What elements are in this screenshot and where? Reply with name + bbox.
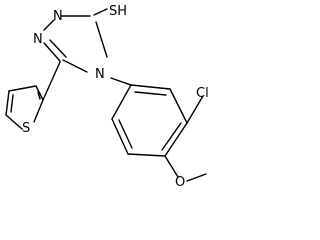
chloro-label: Cl <box>196 86 209 101</box>
bond-c5t-c4t <box>5 90 10 116</box>
phenyl-ring <box>110 77 207 182</box>
bond-c1-c2-inner <box>134 91 167 96</box>
bond-c4-o <box>164 155 179 178</box>
bond-c3-n4 <box>95 21 108 58</box>
n2-label: N <box>33 32 43 47</box>
bond-n2-n1 <box>43 19 55 31</box>
bond-c2-c3 <box>169 88 188 124</box>
chemical-structure: SH N N N S Cl O <box>5 4 209 187</box>
bond-c3t-c2-double <box>37 91 41 100</box>
bond-s-c5t <box>5 114 23 130</box>
bond-c3-cl <box>186 95 204 124</box>
bond-o-methyl <box>186 173 207 182</box>
bond-c3t-c2 <box>35 85 44 101</box>
bond-c1-c2 <box>130 84 171 90</box>
n4-label: N <box>95 67 105 82</box>
bond-n4-c5 <box>62 59 88 73</box>
thiol-label: SH <box>109 4 127 19</box>
bond-c5-n2-inner <box>49 39 67 58</box>
bond-c5t-c4t-double <box>10 94 14 113</box>
bond-c2-s <box>33 99 44 123</box>
methoxy-o-label: O <box>175 175 185 187</box>
bond-c3-s <box>93 8 108 16</box>
bond-c6-c1 <box>111 84 132 120</box>
bond-c3-c4-inner <box>161 122 182 151</box>
bond-c5-c6 <box>111 118 129 155</box>
triazole-ring <box>43 8 108 73</box>
thiophene-ring <box>5 61 61 130</box>
n1-label: N <box>53 9 63 24</box>
bond-c3-c4 <box>164 122 188 157</box>
bond-n4-aryl <box>110 77 132 86</box>
bond-c5-c6-inner <box>118 119 133 149</box>
bond-c4-c5 <box>127 153 166 157</box>
bond-c5-thiophene <box>42 61 61 101</box>
bond-c5-n2-outer <box>43 42 61 62</box>
bond-c4t-c3t <box>8 85 37 92</box>
thiophene-s-label: S <box>22 121 30 136</box>
